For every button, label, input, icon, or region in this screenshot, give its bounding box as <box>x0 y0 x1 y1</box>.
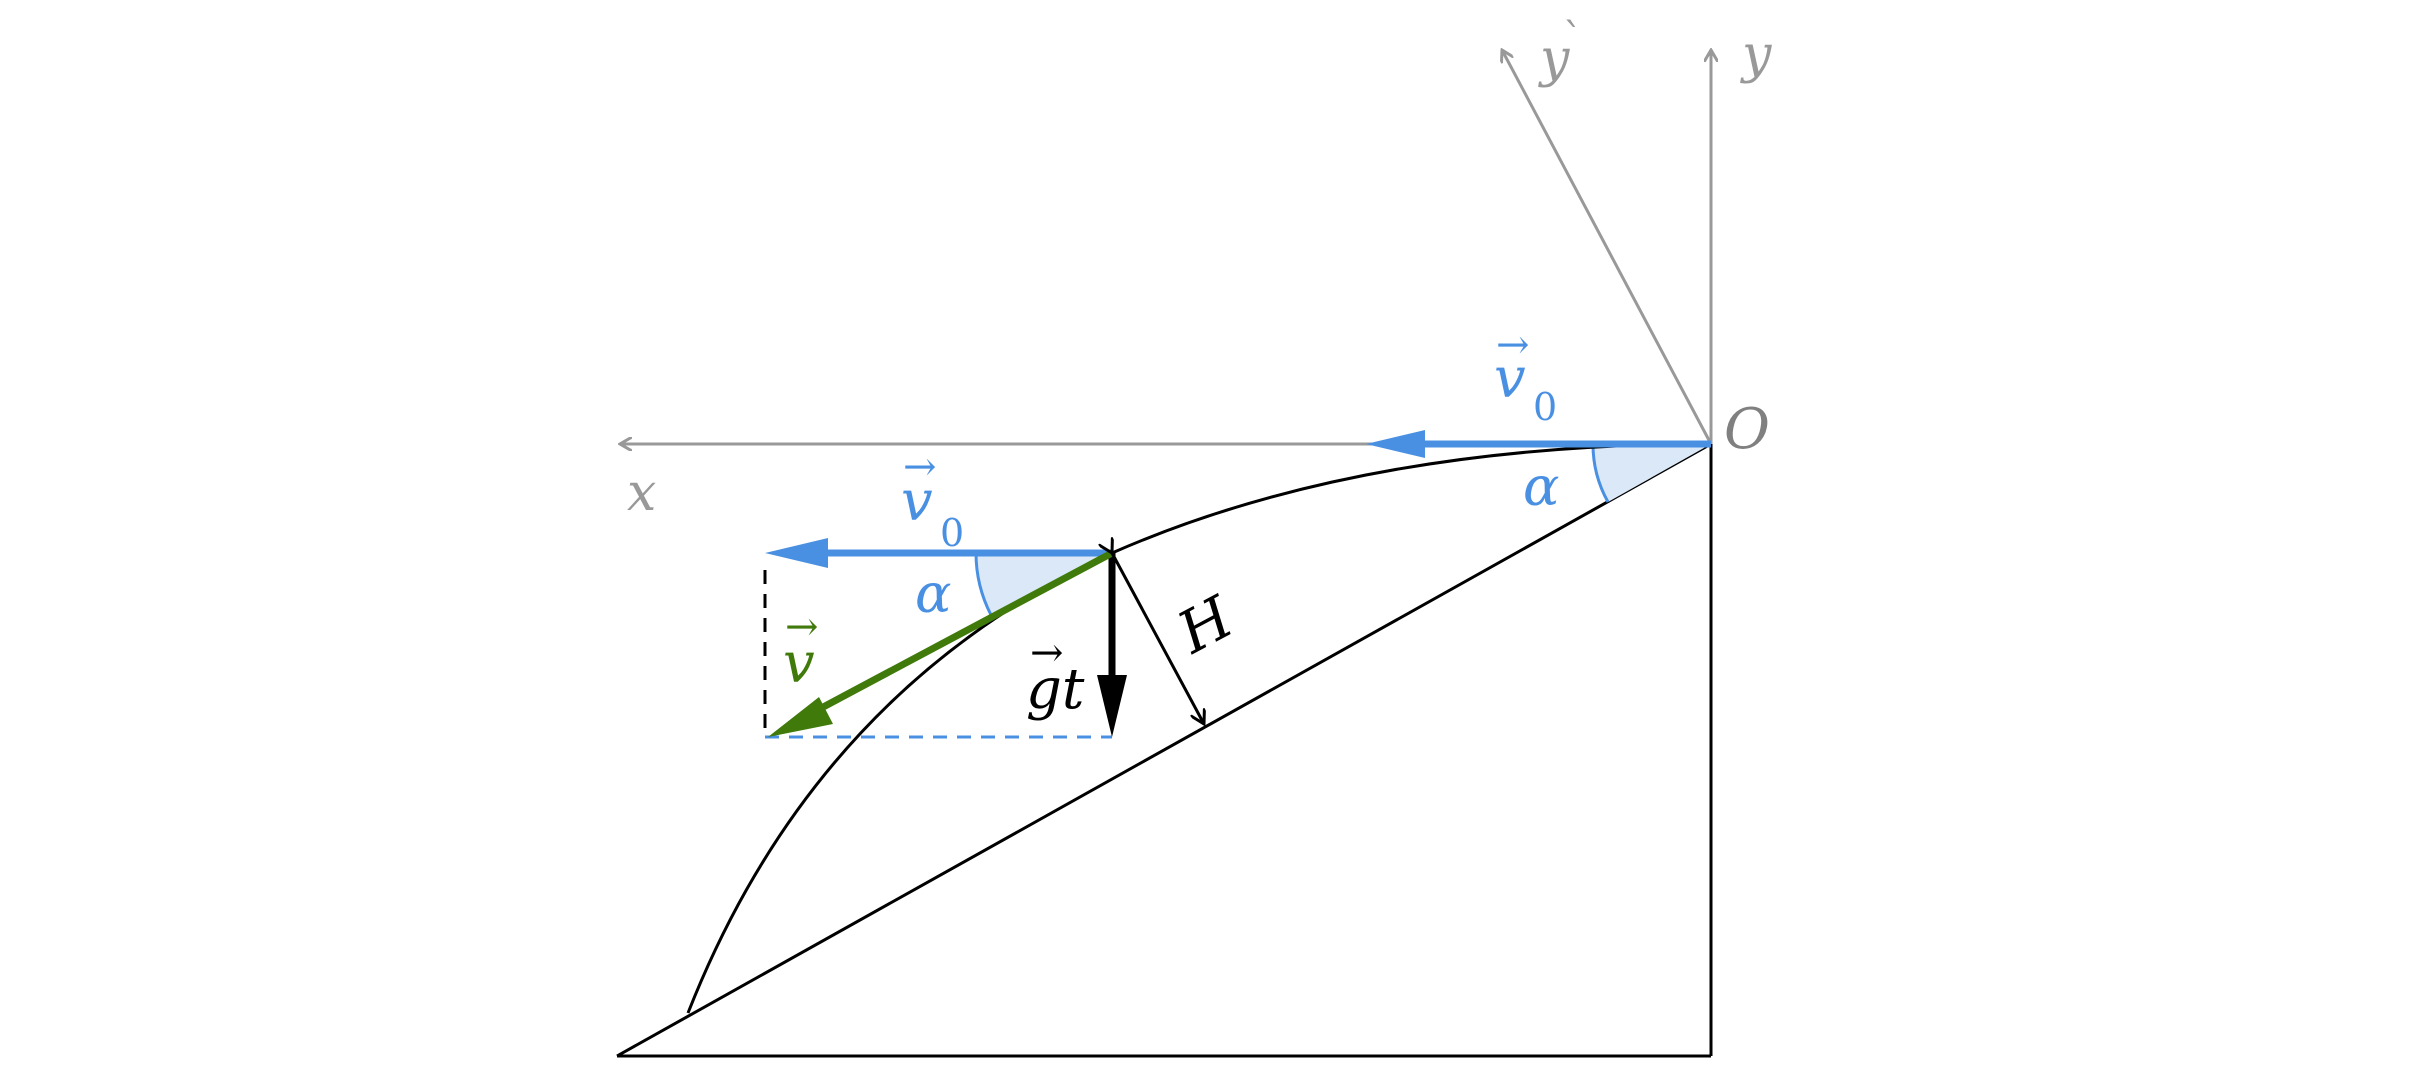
v-label: v <box>783 631 815 696</box>
v0-top-label: v <box>1494 346 1526 411</box>
gt-label: gt <box>1026 657 1085 722</box>
gt-vector <box>1097 553 1127 737</box>
alpha-arc-mid <box>974 552 993 616</box>
y-prime-axis <box>1502 50 1713 445</box>
v0-mid-subscript: 0 <box>940 511 964 555</box>
y-prime-axis-label: y <box>1538 29 1570 89</box>
v0-top-arrow-mark: → <box>1496 322 1530 368</box>
v0-vector-mid <box>765 538 1112 568</box>
v0-vector-top <box>1366 430 1711 458</box>
height-arrow <box>1112 553 1204 724</box>
height-label: H <box>1166 582 1245 667</box>
incline-triangle <box>616 442 1713 1058</box>
v-vector <box>768 549 1114 737</box>
y-axis-label: y <box>1740 25 1772 85</box>
alpha-mid-label: α <box>915 562 951 625</box>
incline-slope <box>616 442 1712 1058</box>
x-axis-label: x <box>627 463 656 523</box>
v0-mid-arrow-mark: → <box>903 444 937 490</box>
origin-label: O <box>1724 397 1770 462</box>
alpha-wedge-top <box>1592 444 1711 502</box>
y-prime-mark: ` <box>1563 16 1583 62</box>
gt-arrow-mark: → <box>1030 630 1064 676</box>
alpha-top-label: α <box>1523 455 1559 518</box>
v0-mid-label: v <box>901 469 933 534</box>
v-arrow-mark: → <box>785 604 819 650</box>
v0-top-subscript: 0 <box>1533 385 1557 429</box>
